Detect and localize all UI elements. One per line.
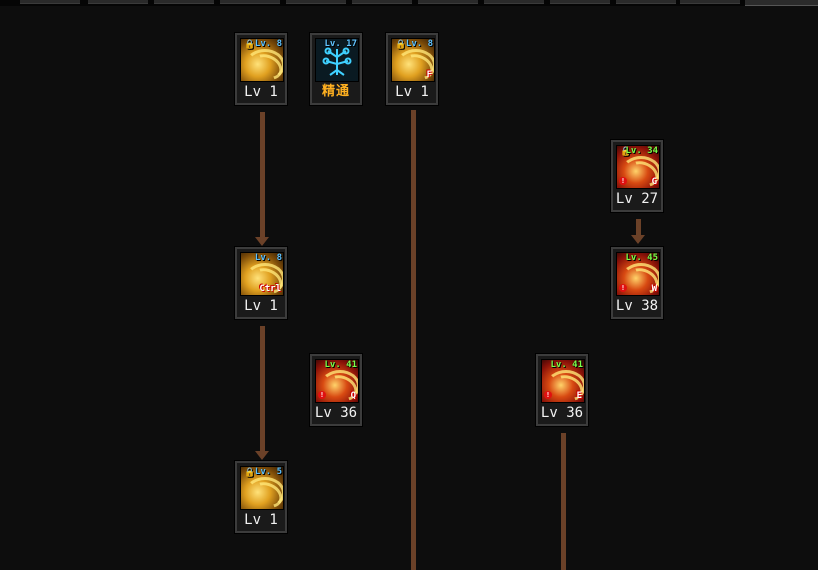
connector-arrow [255,451,269,460]
connector-arrow [631,235,645,244]
tab-placeholder[interactable] [20,0,80,4]
tab-placeholder[interactable] [616,0,676,4]
skill-slot[interactable]: 🔒Lv. 34! G Lv 27 [611,140,663,212]
skill-level-label: Lv 36 [540,405,584,421]
tab-placeholder[interactable] [550,0,610,4]
skill-required-level: Lv. 41 [324,360,357,370]
warning-icon: ! [619,284,627,292]
skill-hotkey: E [576,391,582,401]
tab-placeholder[interactable] [418,0,478,4]
lock-icon: 🔒 [620,147,632,157]
skill-level-label: Lv 1 [244,298,278,314]
skill-slot[interactable]: 🔒Lv. 5 Lv 1 [235,461,287,533]
warning-icon: ! [544,391,552,399]
skill-hotkey: Ctrl [259,284,281,294]
skill-slot[interactable]: Lv. 41! Q Lv 36 [310,354,362,426]
skill-level-label: Lv 38 [615,298,659,314]
lock-icon: 🔒 [395,40,407,50]
tab-placeholder[interactable] [352,0,412,4]
skill-level-label: Lv 1 [244,84,278,100]
tab-placeholder[interactable] [484,0,544,4]
skill-level-label: 精通 [321,84,350,99]
tab-placeholder[interactable] [286,0,346,4]
skill-icon[interactable]: Lv. 8 Ctrl [240,252,284,296]
skill-slot[interactable]: Lv. 41! E Lv 36 [536,354,588,426]
connector-arrow [255,237,269,246]
skill-slot[interactable]: Lv. 8 Ctrl Lv 1 [235,247,287,319]
top-tab-strip [0,0,818,6]
skill-required-level: Lv. 17 [324,39,357,49]
skill-hotkey: F [426,70,432,80]
skill-required-level: Lv. 8 [254,39,282,49]
skill-hotkey: Q [350,391,356,401]
skill-slot[interactable]: 🔒Lv. 8 F Lv 1 [386,33,438,105]
warning-icon: ! [318,391,326,399]
lock-icon: 🔒 [244,468,256,478]
skill-level-label: Lv 1 [244,512,278,528]
skill-icon[interactable]: Lv. 17 [315,38,359,82]
tab-placeholder[interactable] [220,0,280,4]
skill-level-label: Lv 1 [395,84,429,100]
skill-level-label: Lv 36 [314,405,358,421]
connector-line [636,219,641,236]
skill-slot[interactable]: Lv. 45! W Lv 38 [611,247,663,319]
skill-icon[interactable]: 🔒Lv. 34! G [616,145,660,189]
skill-icon[interactable]: 🔒Lv. 5 [240,466,284,510]
connector-line [260,326,265,452]
connector-line [411,110,416,570]
skill-icon[interactable]: Lv. 41! E [541,359,585,403]
skill-slot[interactable]: Lv. 17 精通 [310,33,362,105]
lock-icon: 🔒 [244,40,256,50]
tab-placeholder[interactable] [88,0,148,4]
skill-required-level: Lv. 8 [405,39,433,49]
skill-required-level: Lv. 8 [254,253,282,263]
warning-icon: ! [619,177,627,185]
connector-line [561,433,566,570]
skill-hotkey: G [651,177,657,187]
skill-icon[interactable]: Lv. 41! Q [315,359,359,403]
skill-level-label: Lv 27 [615,191,659,207]
skill-icon[interactable]: 🔒Lv. 8 F [391,38,435,82]
tab-placeholder[interactable] [154,0,214,4]
skill-hotkey: W [651,284,657,294]
tab-placeholder[interactable] [680,0,740,4]
skill-icon[interactable]: Lv. 45! W [616,252,660,296]
skill-required-level: Lv. 5 [254,467,282,477]
connector-line [260,112,265,238]
skill-required-level: Lv. 41 [550,360,583,370]
skill-required-level: Lv. 34 [625,146,658,156]
skill-slot[interactable]: 🔒Lv. 8 Lv 1 [235,33,287,105]
top-right-frame [745,0,818,6]
skill-icon[interactable]: 🔒Lv. 8 [240,38,284,82]
skill-required-level: Lv. 45 [625,253,658,263]
